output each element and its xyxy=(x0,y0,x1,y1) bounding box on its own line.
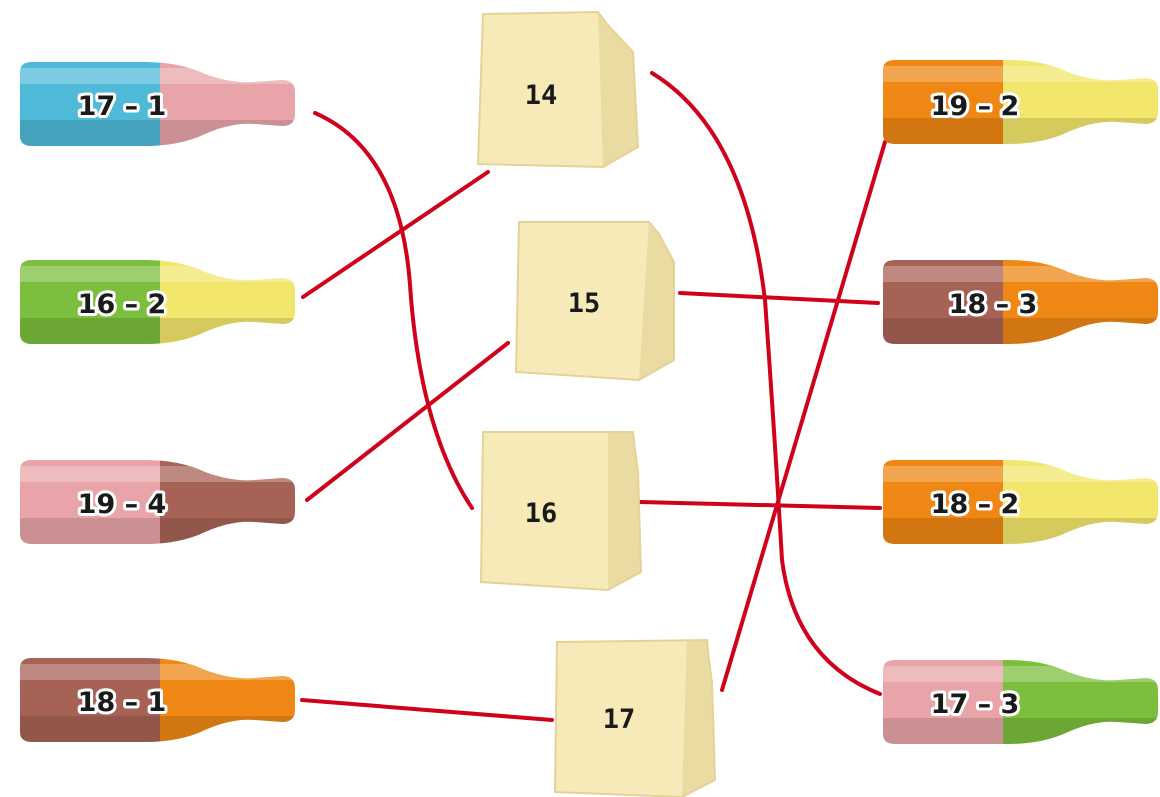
bag-side-shade xyxy=(608,432,641,590)
bottle-label: 19 – 4 xyxy=(78,489,167,520)
bag-side-shade xyxy=(682,640,715,797)
bottle-18-1[interactable]: 18 – 1 xyxy=(20,658,300,742)
bottle-label: 18 – 2 xyxy=(931,489,1020,520)
bottle-label: 19 – 2 xyxy=(931,91,1020,122)
bottle-label: 17 – 1 xyxy=(78,91,167,122)
link-19-2-to-17 xyxy=(720,140,887,692)
bottle-16-2[interactable]: 16 – 2 xyxy=(20,260,300,344)
bottle-body xyxy=(883,660,1158,744)
bottle-label: 18 – 1 xyxy=(78,687,167,718)
bottle-body xyxy=(883,460,1158,544)
bottle-19-4[interactable]: 19 – 4 xyxy=(20,460,300,544)
connection-lines xyxy=(300,71,887,722)
link-19-4-to-15 xyxy=(305,341,510,502)
bottle-18-3[interactable]: 18 – 3 xyxy=(883,260,1160,344)
bag-15[interactable]: 15 xyxy=(514,221,675,382)
bag-14[interactable]: 14 xyxy=(476,10,640,169)
bag-17[interactable]: 17 xyxy=(553,638,717,797)
bottle-label: 16 – 2 xyxy=(78,289,167,320)
bag-side-shade xyxy=(639,222,674,380)
bag-16[interactable]: 16 xyxy=(479,431,643,592)
bag-label: 17 xyxy=(603,704,636,735)
bottle-19-2[interactable]: 19 – 2 xyxy=(883,60,1160,144)
link-18-2-to-16 xyxy=(638,500,882,510)
bag-label: 14 xyxy=(525,80,558,111)
bottle-17-3[interactable]: 17 – 3 xyxy=(883,660,1160,744)
bag-label: 16 xyxy=(525,498,558,529)
link-18-3-to-15 xyxy=(678,291,880,305)
bottle-label: 17 – 3 xyxy=(931,689,1020,720)
link-16-2-to-14 xyxy=(301,170,490,299)
bag-side-shade xyxy=(598,12,638,167)
bottle-label: 18 – 3 xyxy=(949,289,1038,320)
bottle-17-1[interactable]: 17 – 1 xyxy=(20,62,300,146)
link-17-3-to-14 xyxy=(650,71,882,696)
bottle-18-2[interactable]: 18 – 2 xyxy=(883,460,1160,544)
link-18-1-to-17 xyxy=(300,698,554,722)
bag-label: 15 xyxy=(568,288,601,319)
link-17-1-to-16 xyxy=(313,111,474,510)
bottle-body xyxy=(883,60,1158,144)
